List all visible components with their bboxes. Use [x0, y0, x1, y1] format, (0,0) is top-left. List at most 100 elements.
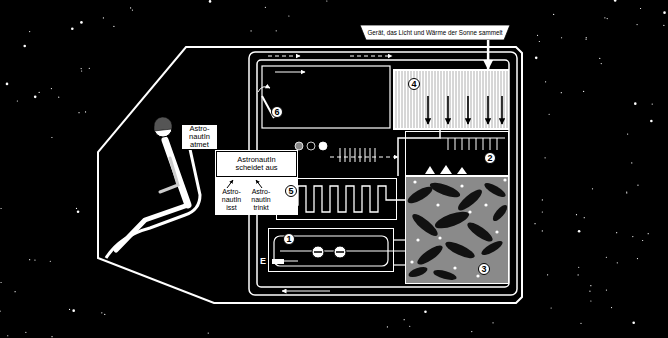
hatch-line — [507, 71, 508, 128]
star — [580, 323, 581, 324]
star — [101, 312, 102, 313]
star — [549, 114, 550, 115]
star — [650, 120, 653, 123]
star — [604, 17, 605, 18]
bubble — [495, 230, 498, 233]
spaceship-hull — [98, 47, 522, 303]
star — [71, 27, 74, 30]
box-label: Astro- nautIn atmet — [182, 125, 217, 149]
star — [50, 261, 51, 262]
hatch-line — [402, 71, 403, 128]
star — [209, 0, 212, 3]
terminal-label: E — [260, 256, 270, 266]
callout-number: 4 — [408, 78, 420, 90]
star — [637, 185, 638, 186]
gas-bubble — [307, 142, 315, 150]
star — [89, 68, 90, 69]
star — [589, 291, 590, 292]
comb-tooth — [350, 148, 351, 162]
star — [578, 274, 579, 275]
hatch-line — [459, 71, 460, 128]
star — [103, 17, 104, 18]
hatch-line — [456, 71, 457, 128]
star — [535, 57, 538, 60]
hatch-line — [396, 71, 397, 128]
algae-leaf — [433, 208, 471, 232]
star — [34, 96, 37, 99]
algae-leaf — [432, 268, 457, 282]
hatch-line — [489, 71, 490, 128]
callout-number: 1 — [283, 233, 295, 245]
star — [14, 291, 15, 292]
star — [39, 92, 40, 93]
flow-arrow — [275, 72, 305, 73]
bubble — [503, 178, 506, 181]
algae-leaf — [465, 219, 495, 244]
hatch-line — [399, 71, 400, 128]
star — [0, 282, 1, 283]
helmet — [154, 117, 172, 131]
comb-tooth — [497, 138, 498, 150]
hatch-line — [420, 71, 421, 128]
flow-arrow — [282, 291, 330, 292]
star — [616, 232, 617, 233]
star — [642, 240, 643, 241]
star — [590, 300, 591, 301]
process-box: AstronautIn scheidet aus — [216, 151, 297, 177]
star — [81, 68, 82, 69]
note-text: Astro- nautIn isst — [218, 188, 245, 212]
star — [537, 35, 538, 36]
star — [561, 92, 562, 93]
star — [584, 217, 585, 218]
compartment-box: 5 — [276, 178, 397, 220]
star — [492, 322, 493, 323]
callout-number: 6 — [271, 106, 283, 118]
bubble — [413, 180, 416, 183]
hatch-line — [498, 71, 499, 128]
bubble — [416, 238, 419, 241]
pipe — [284, 261, 298, 262]
star — [34, 259, 35, 260]
star — [551, 307, 552, 308]
star — [51, 88, 52, 89]
star — [113, 26, 114, 27]
star — [25, 332, 26, 333]
star — [288, 15, 289, 16]
oxygen-bubbles — [410, 178, 506, 277]
star — [583, 91, 584, 92]
air-compartment — [262, 66, 390, 128]
compartment-box: 3 — [405, 176, 509, 284]
star — [104, 314, 105, 315]
bubble — [453, 266, 456, 269]
comb-pipe — [340, 148, 375, 162]
star — [652, 103, 653, 104]
comb-tooth — [462, 138, 463, 150]
star — [0, 208, 1, 209]
pipe — [440, 137, 505, 138]
minus-sign — [336, 251, 344, 253]
star — [0, 311, 1, 312]
algae-leaf — [483, 181, 508, 200]
bubble — [476, 274, 479, 277]
box-label: Gerät, das Licht und Wärme der Sonne sam… — [360, 25, 510, 40]
star — [576, 214, 577, 215]
algae-leaf — [415, 242, 445, 267]
flow-arrow — [330, 157, 398, 158]
light-arrow — [427, 96, 429, 124]
hatch-line — [435, 71, 436, 128]
star — [617, 262, 618, 263]
star — [545, 81, 546, 82]
star — [636, 24, 637, 25]
star — [663, 11, 666, 14]
star — [208, 332, 209, 333]
collector-device: Gerät, das Licht und Wärme der Sonne sam… — [360, 25, 510, 40]
comb-tooth — [455, 138, 456, 150]
comb-tooth — [476, 138, 477, 150]
gas-bubble — [319, 142, 327, 150]
hatch-line — [462, 71, 463, 128]
hatch-line — [477, 71, 478, 128]
